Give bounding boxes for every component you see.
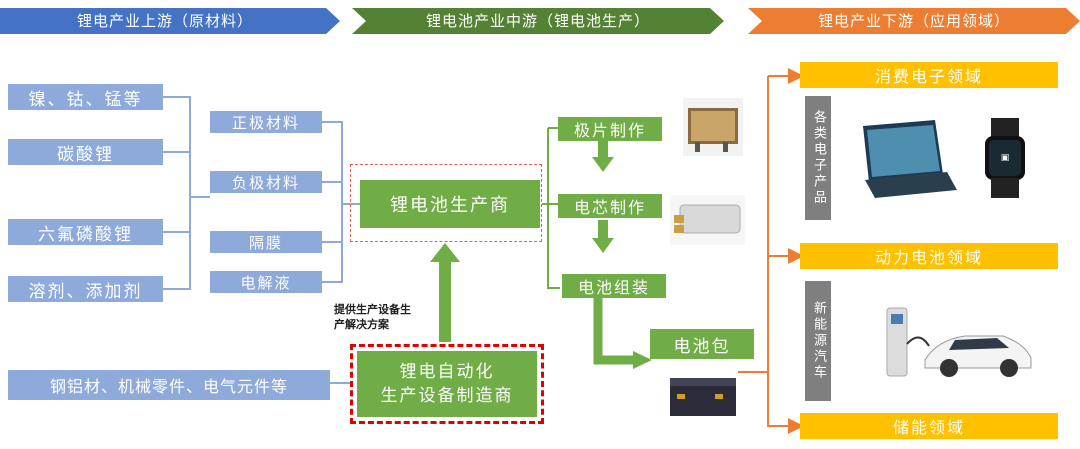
ev-car-image: [886, 307, 1032, 377]
process-step: 电芯制作: [558, 194, 662, 218]
equipment-note: 提供生产设备生 产解决方案: [334, 302, 444, 332]
manufacturer-box: 锂电池生产商: [360, 180, 540, 228]
battery-pack-box: 电池包: [650, 329, 754, 359]
equipment-maker-frame: [350, 344, 544, 424]
header-midstream: 锂电池产业中游（锂电池生产）: [425, 12, 650, 30]
battery-pack-image: [670, 378, 736, 416]
header-midstream-shape: [352, 8, 724, 34]
smartwatch-image: ▣: [985, 118, 1025, 198]
raw-material-item: 镍、钴、锰等: [8, 84, 163, 110]
process-step: 极片制作: [558, 117, 662, 141]
equipment-maker-line: 生产设备制造商: [380, 386, 514, 406]
component-item: 负极材料: [210, 171, 322, 193]
manufacturer-frame: [350, 164, 542, 242]
process-step: 电池组装: [562, 274, 666, 298]
header-downstream-shape: [748, 8, 1080, 34]
electrode-sheet-image: [683, 98, 743, 156]
downstream-connectors: [738, 68, 804, 434]
equipment-note-line: 产解决方案: [334, 318, 389, 331]
consumer-side-label: 各类电子产品: [805, 96, 831, 220]
application-box: 储能领域: [800, 413, 1058, 439]
equipment-maker-box: 锂电自动化 生产设备制造商: [357, 351, 537, 417]
application-box: 消费电子领域: [800, 62, 1058, 88]
application-box: 动力电池领域: [800, 243, 1058, 269]
equipment-inputs: 钢铝材、机械零件、电气元件等: [8, 370, 330, 400]
header-downstream: 锂电产业下游（应用领域）: [817, 12, 1010, 30]
header-upstream: 锂电产业上游（原材料）: [76, 12, 253, 30]
raw-material-item: 六氟磷酸锂: [8, 219, 163, 245]
raw-material-item: 溶剂、添加剂: [8, 276, 163, 302]
flow-arrows: [430, 141, 652, 369]
svg-text:▣: ▣: [1001, 153, 1010, 163]
equipment-note-line: 提供生产设备生: [334, 303, 411, 316]
battery-cell-image: [670, 195, 745, 245]
ev-side-label: 新能源汽车: [805, 281, 831, 401]
component-item: 电解液: [210, 271, 322, 293]
upstream-connectors: [163, 96, 360, 384]
component-item: 隔膜: [210, 231, 322, 253]
component-item: 正极材料: [210, 111, 322, 133]
tablet-image: [863, 120, 957, 198]
equipment-maker-line: 锂电自动化: [399, 362, 495, 382]
header-upstream-shape: [0, 8, 340, 34]
raw-material-item: 碳酸锂: [8, 139, 163, 165]
